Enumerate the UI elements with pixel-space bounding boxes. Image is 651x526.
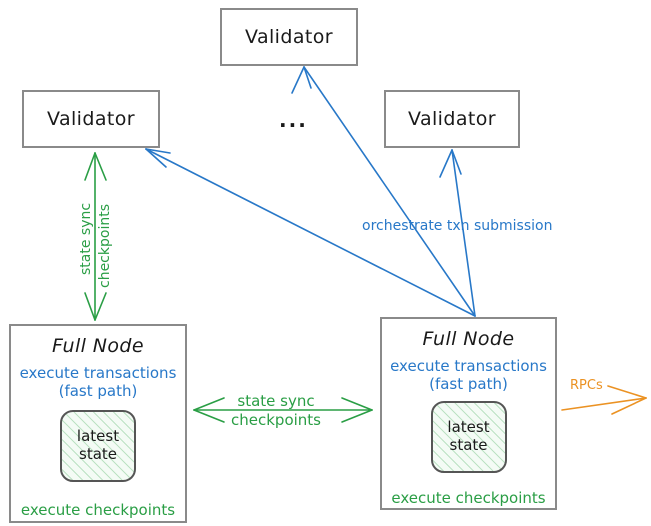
full-node-left-green-text: execute checkpoints	[20, 500, 176, 519]
validator-right-box[interactable]: Validator	[384, 90, 520, 148]
full-node-left-blue-text: execute transactions (fast path)	[20, 364, 177, 401]
full-node-left-title: Full Node	[52, 335, 144, 357]
full-node-left-blue-line-1: execute transactions	[19, 364, 177, 382]
state-sync-horizontal-label: state sync checkpoints	[231, 392, 321, 430]
validators-ellipsis: ...	[279, 108, 308, 132]
validator-left-label: Validator	[47, 108, 135, 130]
rpcs-label: RPCs	[570, 378, 603, 393]
full-node-right-green-text: execute checkpoints	[391, 488, 546, 507]
full-node-left-blue-line-2: (fast path)	[58, 382, 138, 401]
validator-top-label: Validator	[245, 26, 333, 48]
state-sync-horizontal-line-2: checkpoints	[231, 410, 321, 429]
full-node-right-state-line-1: latest	[447, 417, 490, 436]
full-node-left-latest-state: latest state	[60, 409, 136, 482]
orchestrate-txn-submission-label: orchestrate txn submission	[362, 218, 553, 234]
state-sync-horizontal-line-1: state sync	[237, 392, 315, 410]
full-node-right-blue-text: execute transactions (fast path)	[390, 357, 547, 394]
full-node-left-box[interactable]: Full Node execute transactions (fast pat…	[9, 324, 187, 523]
state-sync-vertical-label-line-2: checkpoints	[97, 204, 113, 288]
full-node-right-latest-state: latest state	[430, 400, 507, 473]
state-sync-vertical-label-line-1: state sync	[78, 202, 94, 275]
full-node-right-blue-line-2: (fast path)	[429, 375, 508, 394]
full-node-right-state-line-2: state	[449, 435, 488, 454]
full-node-left-state-line-1: latest	[76, 426, 120, 445]
full-node-left-state-line-2: state	[79, 444, 117, 463]
full-node-right-box[interactable]: Full Node execute transactions (fast pat…	[380, 317, 557, 510]
validator-left-box[interactable]: Validator	[22, 90, 160, 148]
validator-top-box[interactable]: Validator	[220, 8, 358, 66]
validator-right-label: Validator	[408, 108, 496, 130]
full-node-right-blue-line-1: execute transactions	[390, 357, 547, 375]
full-node-right-title: Full Node	[422, 328, 515, 350]
